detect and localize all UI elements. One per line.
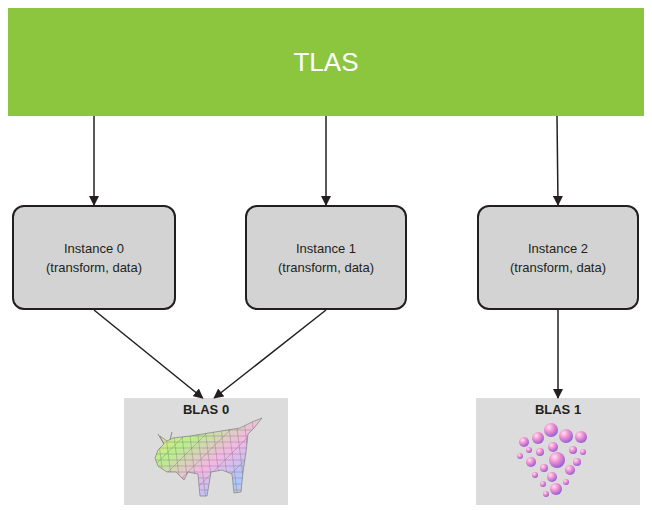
sphere-cluster: [517, 423, 587, 497]
node-subtitle: (transform, data): [46, 258, 142, 277]
instance-box: Instance 2(transform, data): [477, 205, 639, 310]
tlas-band: TLAS: [8, 8, 644, 116]
instance-box: Instance 1(transform, data): [245, 205, 407, 310]
node-title: BLAS 1: [535, 402, 581, 418]
node-title: BLAS 0: [183, 402, 229, 418]
node-subtitle: (transform, data): [278, 258, 374, 277]
node-title: Instance 1: [296, 239, 356, 258]
arrow-connector: [557, 116, 558, 205]
blas-panel: BLAS 0: [124, 398, 288, 505]
node-title: TLAS: [293, 47, 358, 78]
node-title: Instance 0: [64, 239, 124, 258]
arrow-connector: [214, 310, 326, 398]
instance-box: Instance 0(transform, data): [12, 205, 176, 310]
panel: [124, 398, 288, 505]
node-subtitle: (transform, data): [510, 258, 606, 277]
arrow-connector: [557, 310, 559, 398]
panel: [476, 398, 640, 505]
arrow-connector: [325, 116, 327, 205]
node-title: Instance 2: [528, 239, 588, 258]
arrow-connector: [93, 116, 95, 205]
arrow-connector: [94, 310, 203, 398]
bull-mesh: [150, 418, 270, 500]
blas-panel: BLAS 1: [476, 398, 640, 505]
